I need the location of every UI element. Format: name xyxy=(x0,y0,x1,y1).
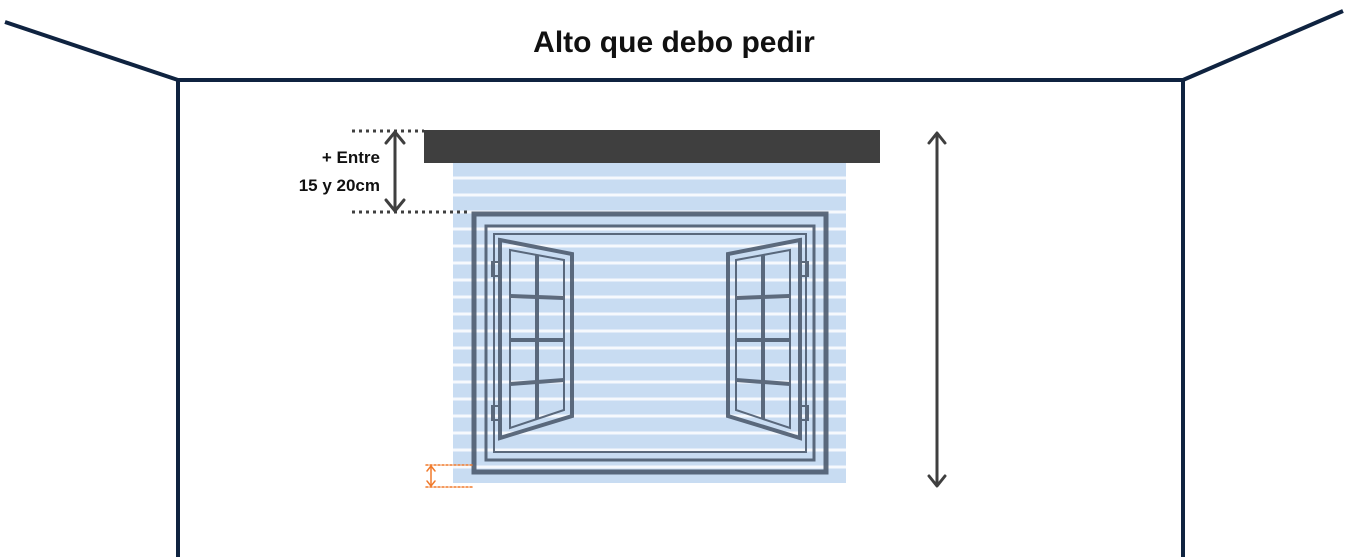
left-sash xyxy=(491,237,574,441)
extra-height-note-line1: + Entre xyxy=(321,148,380,167)
window-icon xyxy=(471,211,829,475)
extra-height-note: + Entre 15 y 20cm xyxy=(250,144,380,200)
extra-height-note-line2: 15 y 20cm xyxy=(298,176,380,195)
extra-height-arrow-icon xyxy=(384,130,406,213)
ceiling-left-line xyxy=(4,20,179,82)
ceiling-right-line xyxy=(1182,9,1344,82)
height-arrow-icon xyxy=(927,131,947,488)
blind-rail xyxy=(424,130,880,163)
page-title: Alto que debo pedir xyxy=(533,26,815,59)
room-outline xyxy=(4,9,1344,557)
dotted-guides xyxy=(352,129,468,214)
right-sash xyxy=(726,237,809,441)
bottom-overlap-marker xyxy=(425,464,473,488)
